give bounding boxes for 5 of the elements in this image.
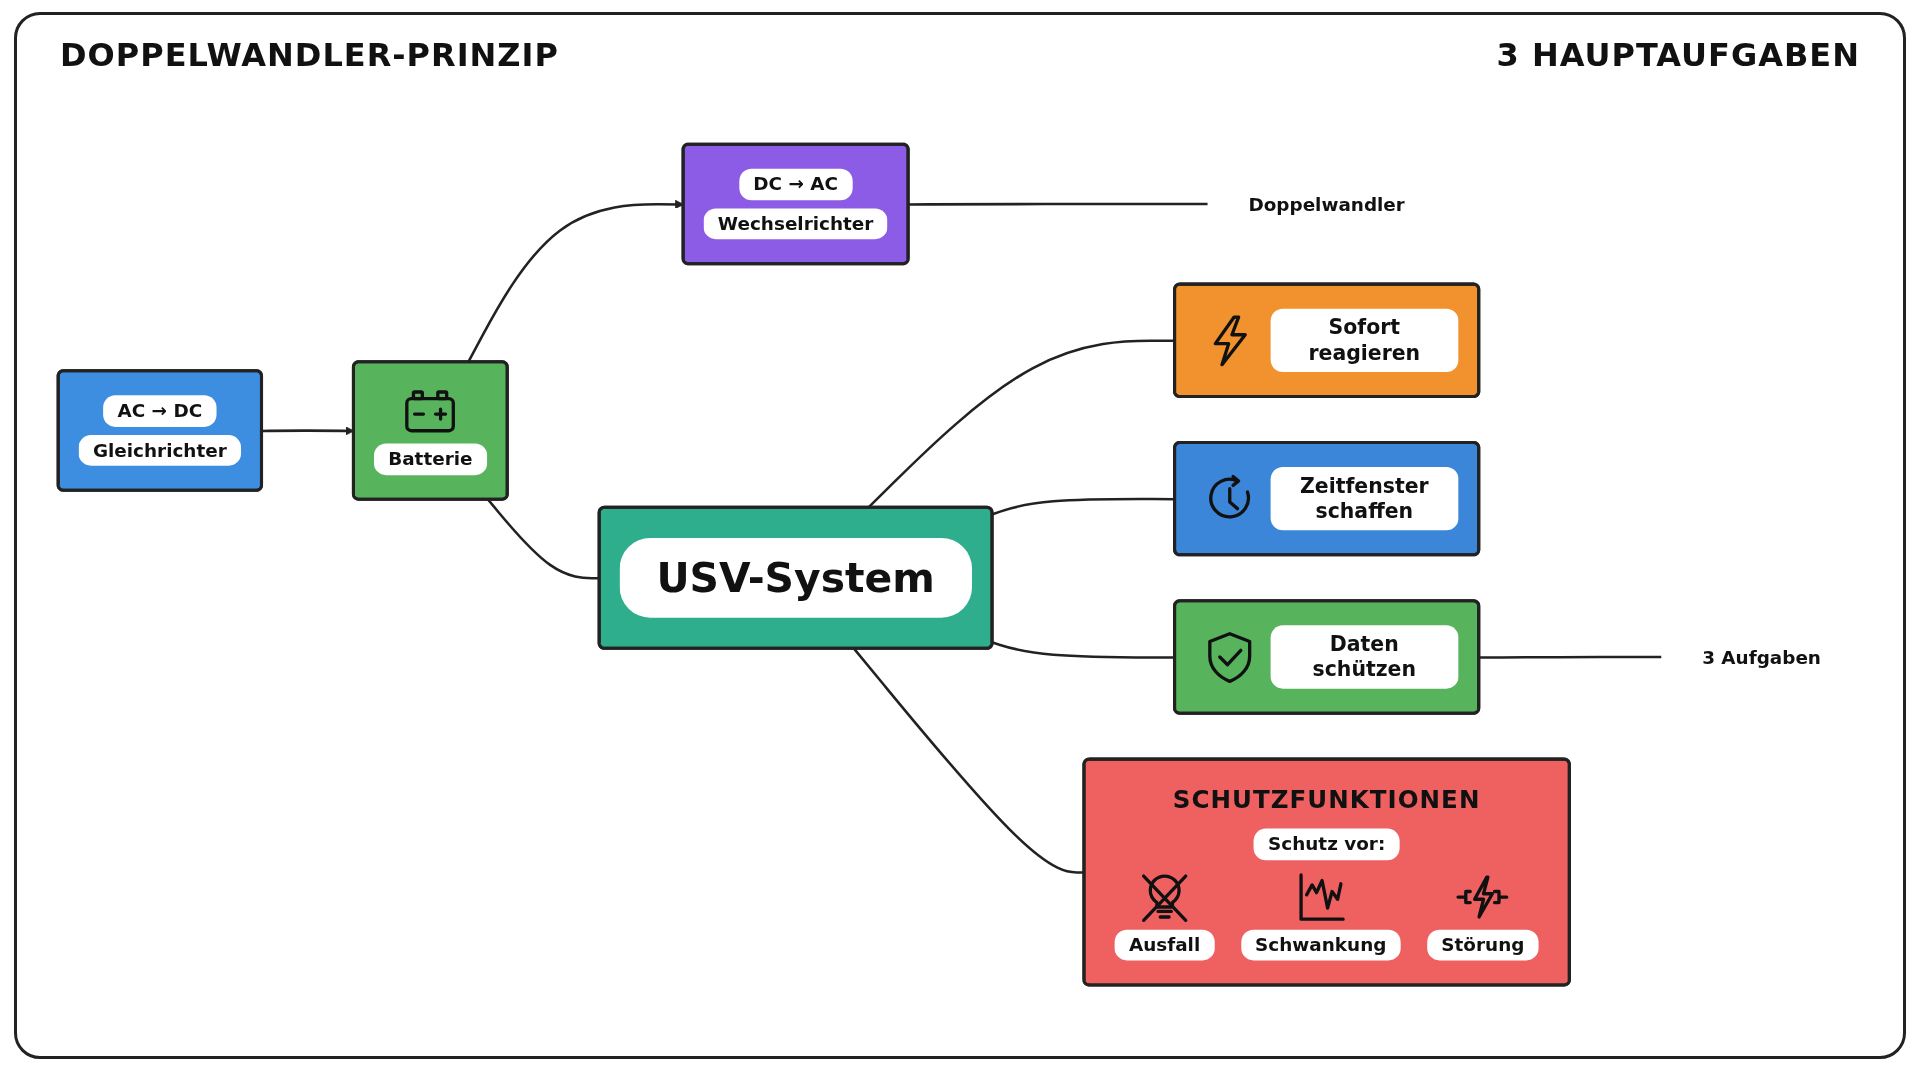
section-heading: DOPPELWANDLER-PRINZIP [60,36,559,74]
connector [1479,656,1662,660]
section-heading: 3 HAUPTAUFGABEN [1496,36,1860,74]
node-text: Doppelwandler [1248,193,1405,216]
node-text: 3 Aufgaben [1702,646,1821,669]
